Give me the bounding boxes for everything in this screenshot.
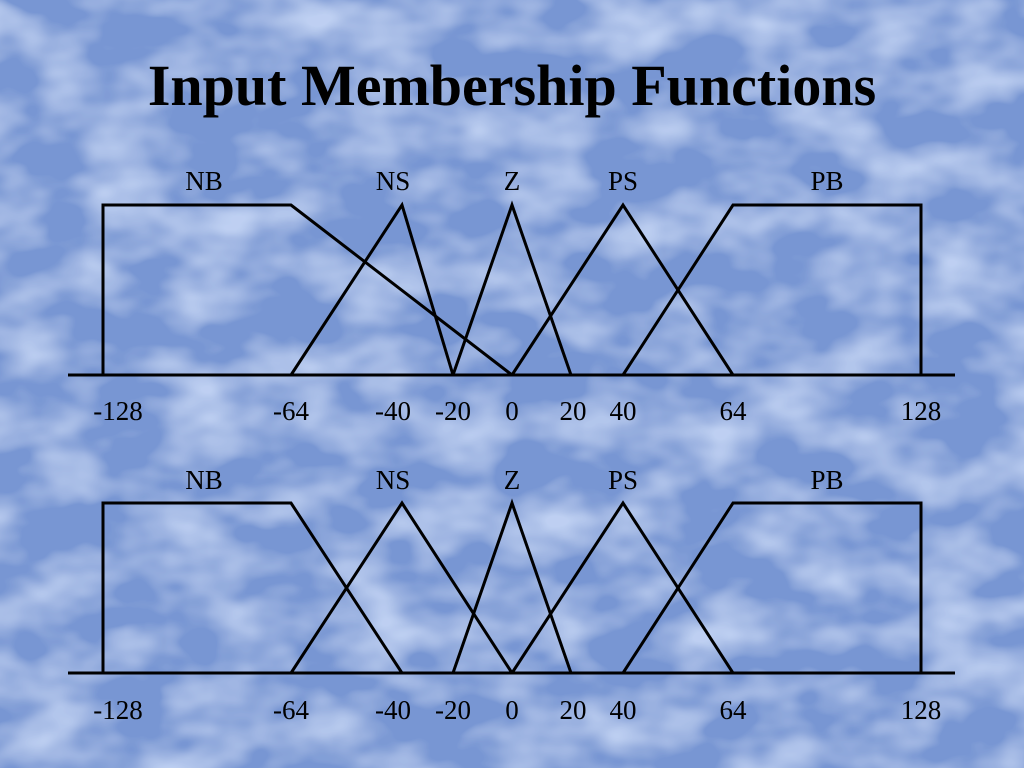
membership-chart-top: NB NS Z PS PB -128 -64 -40 -20 0 20 40 64 128 xyxy=(68,166,955,426)
set-label-nb: NB xyxy=(185,166,223,196)
set-label-nb: NB xyxy=(185,465,223,495)
x-tick-label: 64 xyxy=(720,695,748,725)
membership-function-pb xyxy=(621,203,923,376)
set-label-ns: NS xyxy=(376,166,411,196)
membership-function-ps xyxy=(510,500,735,674)
x-tick-label: 64 xyxy=(720,396,748,426)
x-tick-label: 40 xyxy=(610,695,637,725)
x-tick-label: 40 xyxy=(610,396,637,426)
set-label-pb: PB xyxy=(810,465,843,495)
x-tick-label: -40 xyxy=(375,396,411,426)
x-tick-label: -40 xyxy=(375,695,411,725)
membership-function-nb xyxy=(101,501,404,674)
set-label-ps: PS xyxy=(608,465,638,495)
set-label-pb: PB xyxy=(810,166,843,196)
membership-chart-bottom: NB NS Z PS PB -128 -64 -40 -20 0 20 40 64 128 xyxy=(68,465,955,725)
membership-function-z xyxy=(451,200,573,376)
membership-function-pb xyxy=(621,501,923,674)
membership-function-ns xyxy=(289,500,514,674)
membership-function-z xyxy=(451,498,573,674)
membership-function-nb xyxy=(101,203,513,377)
membership-function-ps xyxy=(510,202,735,376)
x-tick-label: 0 xyxy=(505,396,519,426)
set-label-z: Z xyxy=(504,465,521,495)
x-tick-label: 128 xyxy=(901,396,942,426)
x-tick-label: 0 xyxy=(505,695,519,725)
membership-function-ns xyxy=(289,201,455,376)
x-tick-label: -64 xyxy=(273,695,309,725)
x-tick-label: 128 xyxy=(901,695,942,725)
x-tick-label: -128 xyxy=(93,396,143,426)
x-tick-label: -128 xyxy=(93,695,143,725)
x-tick-label: -20 xyxy=(435,396,471,426)
x-tick-label: 20 xyxy=(560,396,587,426)
set-label-ns: NS xyxy=(376,465,411,495)
set-label-z: Z xyxy=(504,166,521,196)
x-tick-label: 20 xyxy=(560,695,587,725)
x-tick-label: -20 xyxy=(435,695,471,725)
set-label-ps: PS xyxy=(608,166,638,196)
slide-title: Input Membership Functions xyxy=(147,53,877,118)
x-tick-label: -64 xyxy=(273,396,309,426)
